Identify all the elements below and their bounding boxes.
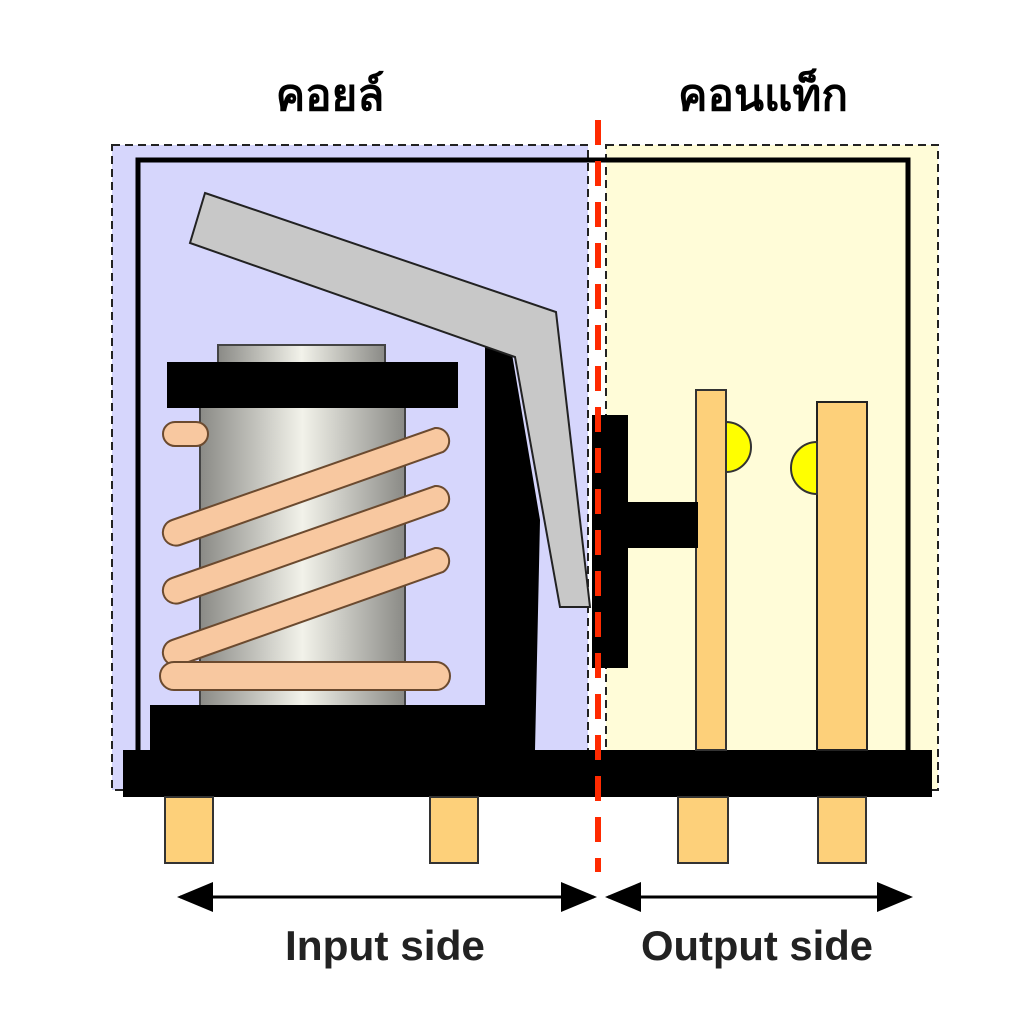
fixed-contact-bar [816,401,868,751]
moving-contact-point [725,420,752,474]
fixed-contact-point [790,440,818,496]
coil-label: คอยล์ [276,70,385,121]
moving-contact-bar [695,389,727,751]
input-side-label: Input side [285,922,485,969]
relay-base [123,750,932,797]
terminal-pins [164,796,867,864]
coil-top-plate [167,362,458,408]
coil-winding [159,421,451,691]
contact-label: คอนแท็ก [678,68,848,121]
output-side-label: Output side [641,922,873,969]
output-side-region [605,144,939,791]
yoke [150,342,540,750]
armature-lever [188,191,592,608]
